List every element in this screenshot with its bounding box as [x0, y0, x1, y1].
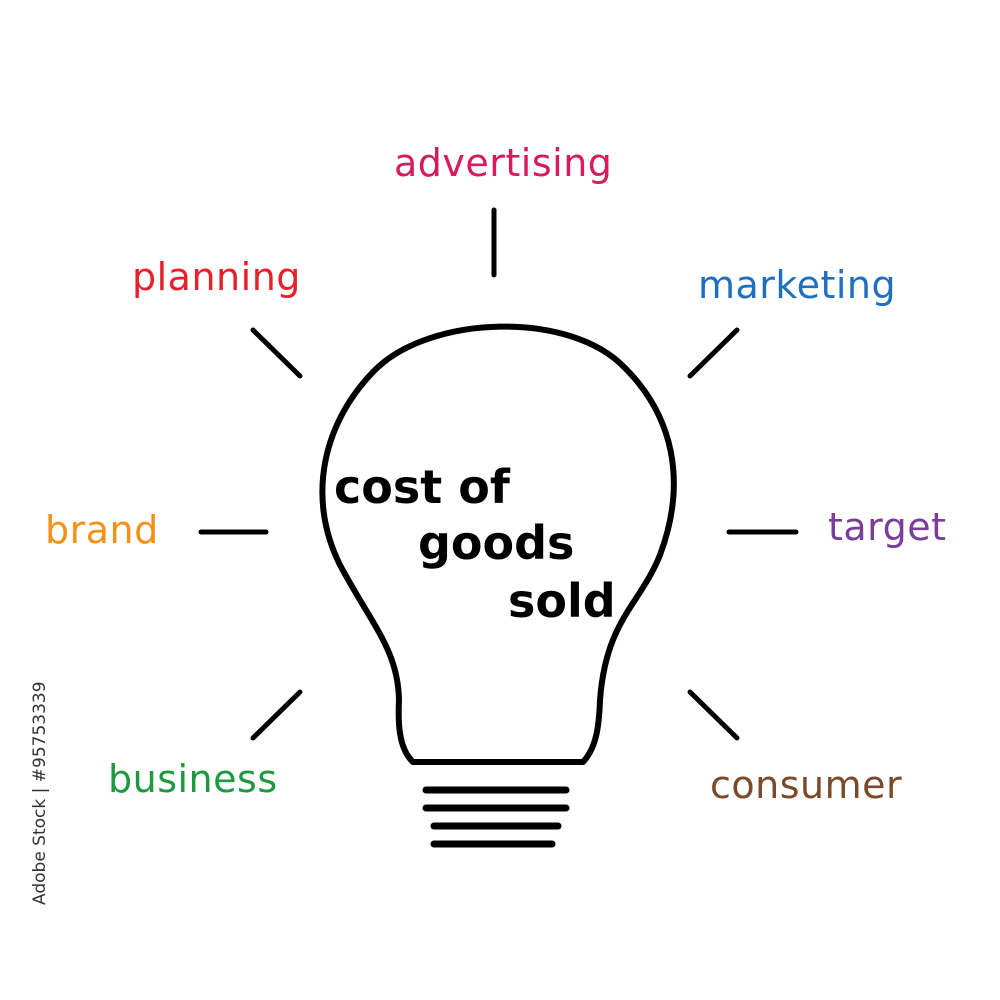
ray-upper-left: [250, 327, 303, 379]
keyword-business: business: [108, 757, 278, 801]
stock-id-label: Adobe Stock | #95753339: [30, 681, 50, 905]
ray-lower-left: [250, 689, 303, 741]
keyword-planning: planning: [132, 255, 301, 299]
keyword-brand: brand: [45, 508, 159, 552]
keyword-target: target: [828, 505, 947, 549]
center-line-2: goods: [418, 516, 575, 570]
keyword-consumer: consumer: [710, 763, 903, 807]
bulb-outline: [319, 323, 677, 765]
keyword-advertising: advertising: [394, 141, 613, 185]
keyword-marketing: marketing: [698, 263, 897, 307]
ray-lower-right: [687, 689, 740, 741]
center-line-3: sold: [508, 574, 616, 628]
bulb-base: [422, 786, 570, 848]
ray-upper-right: [687, 327, 740, 379]
center-line-1: cost of: [334, 460, 510, 514]
